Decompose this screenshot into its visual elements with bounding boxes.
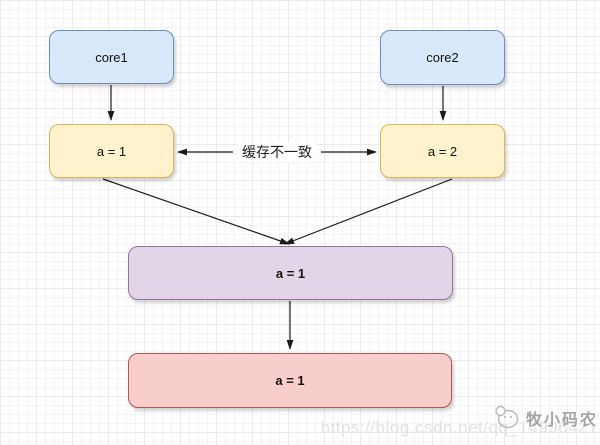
node-main-memory: a = 1	[128, 353, 452, 408]
node-core1-label: core1	[95, 49, 128, 65]
node-core2-label: core2	[426, 50, 459, 65]
watermark-badge: 牧小码农	[494, 404, 598, 431]
node-core2: core2	[380, 30, 505, 85]
node-main-memory-label: a = 1	[275, 373, 305, 388]
node-shared-cache-label: a = 1	[275, 265, 306, 281]
node-shared-cache: a = 1	[128, 246, 453, 300]
arrow-cache2-to-shared	[284, 178, 453, 245]
node-cache1-label: a = 1	[96, 143, 127, 159]
watermark-url: https://blog.csdn.net/qq_14996421	[320, 418, 598, 437]
node-cache2-label: a = 2	[427, 143, 458, 159]
node-cache1: a = 1	[49, 124, 174, 178]
arrow-cache1-to-shared	[102, 178, 290, 245]
node-core1: core1	[49, 30, 174, 84]
watermark-account-name: 牧小码农	[526, 411, 599, 429]
node-cache2: a = 2	[380, 124, 505, 178]
wechat-account-icon	[495, 405, 519, 429]
cache-inconsistency-label: 缓存不一致	[238, 142, 316, 162]
